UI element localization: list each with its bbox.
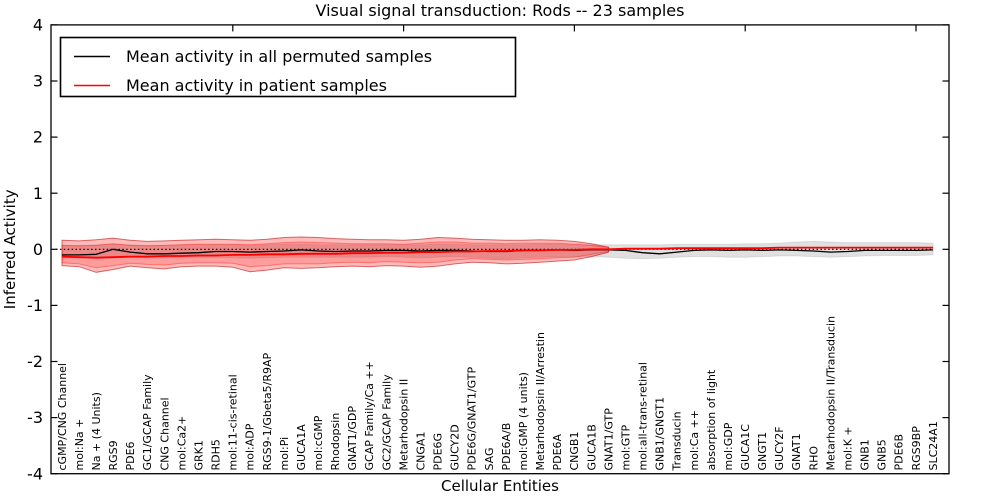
x-tick-label: mol:GTP xyxy=(619,424,632,470)
x-tick-label: SLC24A1 xyxy=(927,421,940,470)
x-tick-label: GNB1 xyxy=(859,439,872,470)
x-tick-label: RGS9 xyxy=(107,440,120,470)
x-tick-label: SAG xyxy=(483,447,496,470)
legend-label-patient-samples: Mean activity in patient samples xyxy=(126,76,387,95)
plot-title: Visual signal transduction: Rods -- 23 s… xyxy=(316,1,685,20)
x-tick-label: PDE6 xyxy=(124,441,137,470)
x-tick-label: PDE6G xyxy=(432,433,445,471)
x-tick-label: Metarhodopsin II/Arrestin xyxy=(534,332,547,470)
x-tick-label: GNAT1/GTP xyxy=(602,408,615,471)
x-tick-label: GRK1 xyxy=(192,440,205,470)
x-tick-label: GNGT1 xyxy=(756,432,769,471)
y-tick-label: -1 xyxy=(27,296,43,315)
x-tick-label: cGMP/CNG Channel xyxy=(56,363,69,471)
x-tick-label: PDE6G/GNAT1/GTP xyxy=(466,367,479,471)
x-tick-label: GNAT1 xyxy=(790,433,803,470)
x-tick-label: Rhodopsin xyxy=(329,413,342,471)
x-tick-label: GNB5 xyxy=(876,439,889,470)
x-tick-label: mol:Na + xyxy=(73,419,86,471)
x-tick-label: mol:11-cis-retinal xyxy=(227,374,240,470)
legend: Mean activity in all permuted samples Me… xyxy=(59,36,517,98)
axis-ticks xyxy=(51,24,949,475)
y-tick-labels: -4 -3 -2 -1 0 1 2 3 4 xyxy=(27,16,43,484)
x-tick-label: GUCA1A xyxy=(295,424,308,471)
y-tick-label: -3 xyxy=(27,408,43,427)
x-tick-label: CNGB1 xyxy=(568,432,581,471)
x-tick-label: CNGA1 xyxy=(415,432,428,471)
x-tick-labels: cGMP/CNG Channel mol:Na + Na + (4 Units) RG… xyxy=(56,316,940,472)
x-tick-label: GUCY2F xyxy=(773,426,786,470)
x-tick-label: GUCA1B xyxy=(585,424,598,470)
x-tick-label: RHO xyxy=(807,446,820,471)
y-tick-label: -4 xyxy=(27,464,43,483)
x-tick-label: mol:cGMP xyxy=(312,415,325,470)
x-tick-label: Metarhodopsin II/Transducin xyxy=(824,316,837,471)
x-tick-label: mol:GDP xyxy=(722,422,735,470)
x-tick-label: PDE6A xyxy=(551,433,564,470)
y-tick-label: -2 xyxy=(27,352,43,371)
x-tick-label: CNG Channel xyxy=(158,397,171,470)
x-tick-label: RGS9BP xyxy=(910,426,923,471)
x-tick-label: Metarhodopsin II xyxy=(397,379,410,471)
plot-layers xyxy=(56,236,934,273)
x-tick-label: absorption of light xyxy=(705,369,718,470)
x-tick-label: mol:K + xyxy=(842,426,855,470)
x-tick-label: mol:Ca ++ xyxy=(688,410,701,471)
x-tick-label: GNB1/GNGT1 xyxy=(654,397,667,471)
y-tick-label: 0 xyxy=(33,240,43,259)
x-tick-label: PDE6B xyxy=(893,434,906,471)
y-axis-label: Inferred Activity xyxy=(1,189,19,309)
legend-label-permuted-samples: Mean activity in all permuted samples xyxy=(126,47,432,66)
x-tick-label: PDE6A/B xyxy=(500,423,513,471)
band-patient-samples-range-inner xyxy=(61,241,610,269)
x-tick-label: GC2/GCAP Family xyxy=(380,374,393,471)
legend-box xyxy=(59,36,517,98)
x-tick-label: GUCY2D xyxy=(449,424,462,470)
x-tick-label: Transducin xyxy=(671,411,684,471)
x-tick-label: RDH5 xyxy=(210,439,223,470)
x-tick-label: mol:Pi xyxy=(278,437,291,471)
y-tick-label: 4 xyxy=(33,16,43,35)
y-tick-label: 2 xyxy=(33,128,43,147)
x-tick-label: GCAP Family/Ca ++ xyxy=(363,361,376,470)
series-line-patient xyxy=(61,246,934,259)
y-tick-label: 1 xyxy=(33,184,43,203)
x-tick-label: RGS9-1/Gbeta5/R9AP xyxy=(261,352,274,470)
x-tick-label: mol:Ca2+ xyxy=(175,416,188,471)
x-tick-label: GUCA1C xyxy=(739,424,752,471)
x-tick-label: mol:all-trans-retinal xyxy=(637,362,650,470)
x-axis-label: Cellular Entities xyxy=(441,477,559,495)
x-tick-label: mol:GMP (4 units) xyxy=(517,372,530,470)
y-tick-label: 3 xyxy=(33,72,43,91)
x-tick-label: GNAT1/GDP xyxy=(346,406,359,471)
x-tick-label: Na + (4 Units) xyxy=(90,392,103,470)
x-tick-label: mol:ADP xyxy=(244,423,257,470)
x-tick-label: GC1/GCAP Family xyxy=(141,374,154,471)
